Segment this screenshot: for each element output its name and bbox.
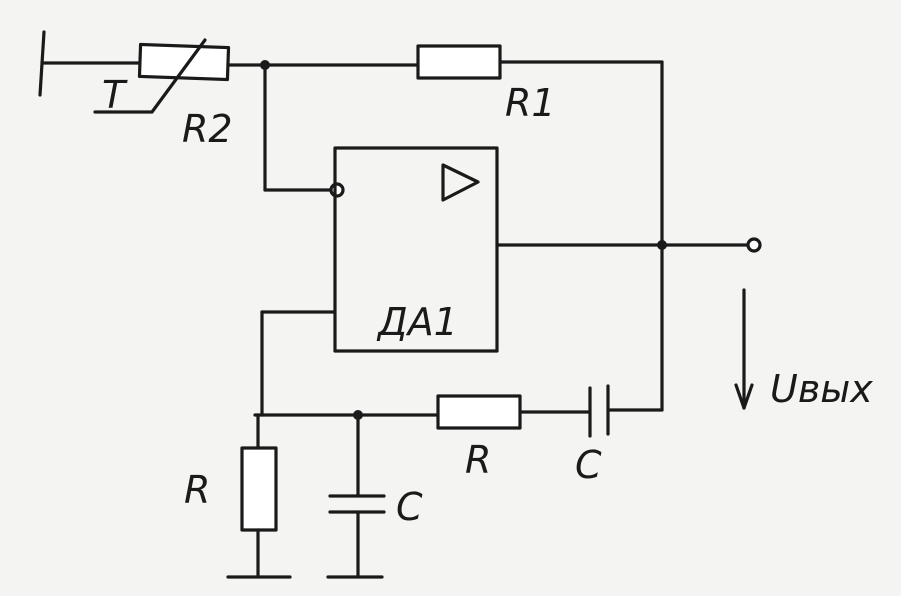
arrow-down-icon — [734, 383, 754, 410]
output-voltage-indicator: Uвых — [734, 288, 873, 411]
r-ground-label: R — [184, 468, 210, 512]
thermistor-r2: T R2 — [93, 38, 233, 151]
output-wire — [495, 237, 762, 253]
resistor-r-series: R — [436, 394, 522, 482]
c-ground-label: C — [396, 485, 423, 529]
opamp-da1: ДА1 — [333, 146, 499, 353]
noninverting-input-wire — [260, 310, 337, 417]
r1-label: R1 — [505, 81, 556, 125]
resistor-r1: R1 — [416, 44, 556, 125]
inverting-input-wire — [263, 63, 345, 198]
thermistor-t-label: T — [102, 73, 128, 117]
resistor-r-ground: R — [184, 413, 292, 579]
capacitor-c-ground: C — [326, 413, 423, 579]
input-terminal — [38, 30, 142, 97]
output-terminal — [746, 237, 762, 253]
c-series-label: C — [575, 443, 602, 487]
junction-output — [657, 240, 667, 250]
opamp-label: ДА1 — [376, 300, 458, 344]
uout-label: Uвых — [770, 367, 873, 411]
capacitor-c-series: C — [575, 384, 610, 487]
inverting-input-bubble — [329, 182, 345, 198]
triangle-icon — [441, 163, 480, 202]
bottom-node-wire — [253, 408, 664, 420]
r-series-label: R — [465, 438, 491, 482]
feedback-wire-top — [226, 60, 664, 412]
r2-label: R2 — [182, 107, 233, 151]
thermistor-icon — [93, 38, 207, 114]
